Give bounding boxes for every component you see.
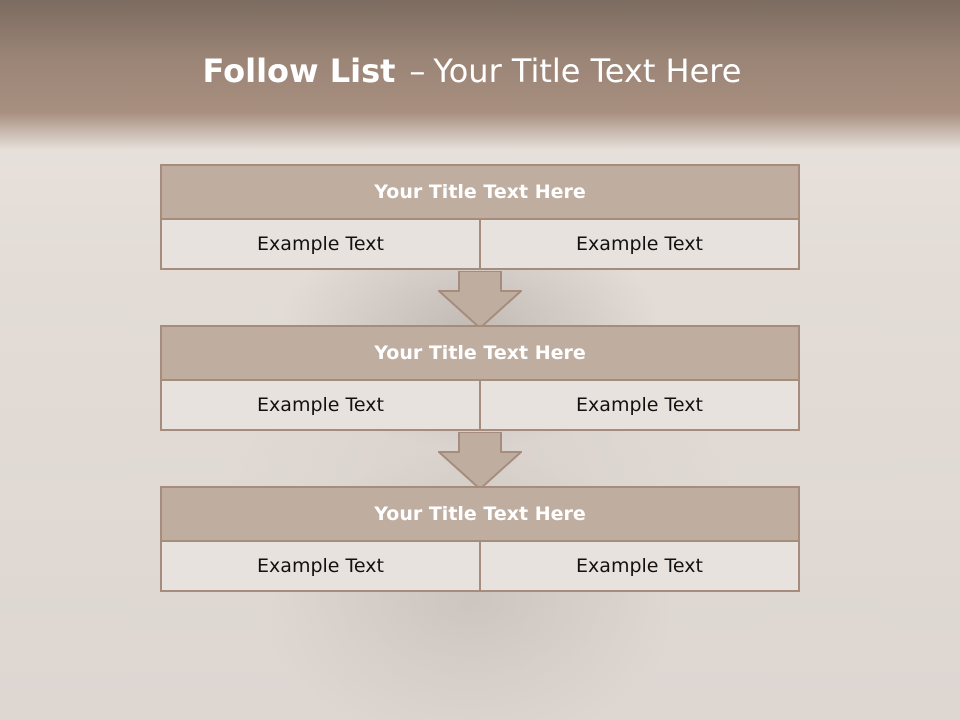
block-cells: Example Text Example Text — [160, 220, 800, 270]
block-title: Your Title Text Here — [160, 325, 800, 381]
block-title: Your Title Text Here — [160, 486, 800, 542]
block-cell-right: Example Text — [479, 381, 798, 429]
block-cell-left: Example Text — [257, 555, 384, 577]
block-cell-left: Example Text — [257, 394, 384, 416]
block-cell-left: Example Text — [257, 233, 384, 255]
slide-title: Follow List–Your Title Text Here — [0, 52, 944, 90]
block-cell-right: Example Text — [479, 220, 798, 268]
down-arrow-icon — [438, 432, 522, 490]
block-title: Your Title Text Here — [160, 164, 800, 220]
slide-title-separator: – — [409, 52, 426, 90]
list-block-3: Your Title Text Here Example Text Exampl… — [160, 486, 800, 592]
block-cells: Example Text Example Text — [160, 542, 800, 592]
list-block-1: Your Title Text Here Example Text Exampl… — [160, 164, 800, 270]
header-band — [0, 0, 960, 150]
block-cells: Example Text Example Text — [160, 381, 800, 431]
slide-title-bold: Follow List — [202, 52, 396, 90]
down-arrow-icon — [438, 271, 522, 329]
list-block-2: Your Title Text Here Example Text Exampl… — [160, 325, 800, 431]
block-cell-right: Example Text — [479, 542, 798, 590]
slide-title-rest: Your Title Text Here — [433, 52, 742, 90]
